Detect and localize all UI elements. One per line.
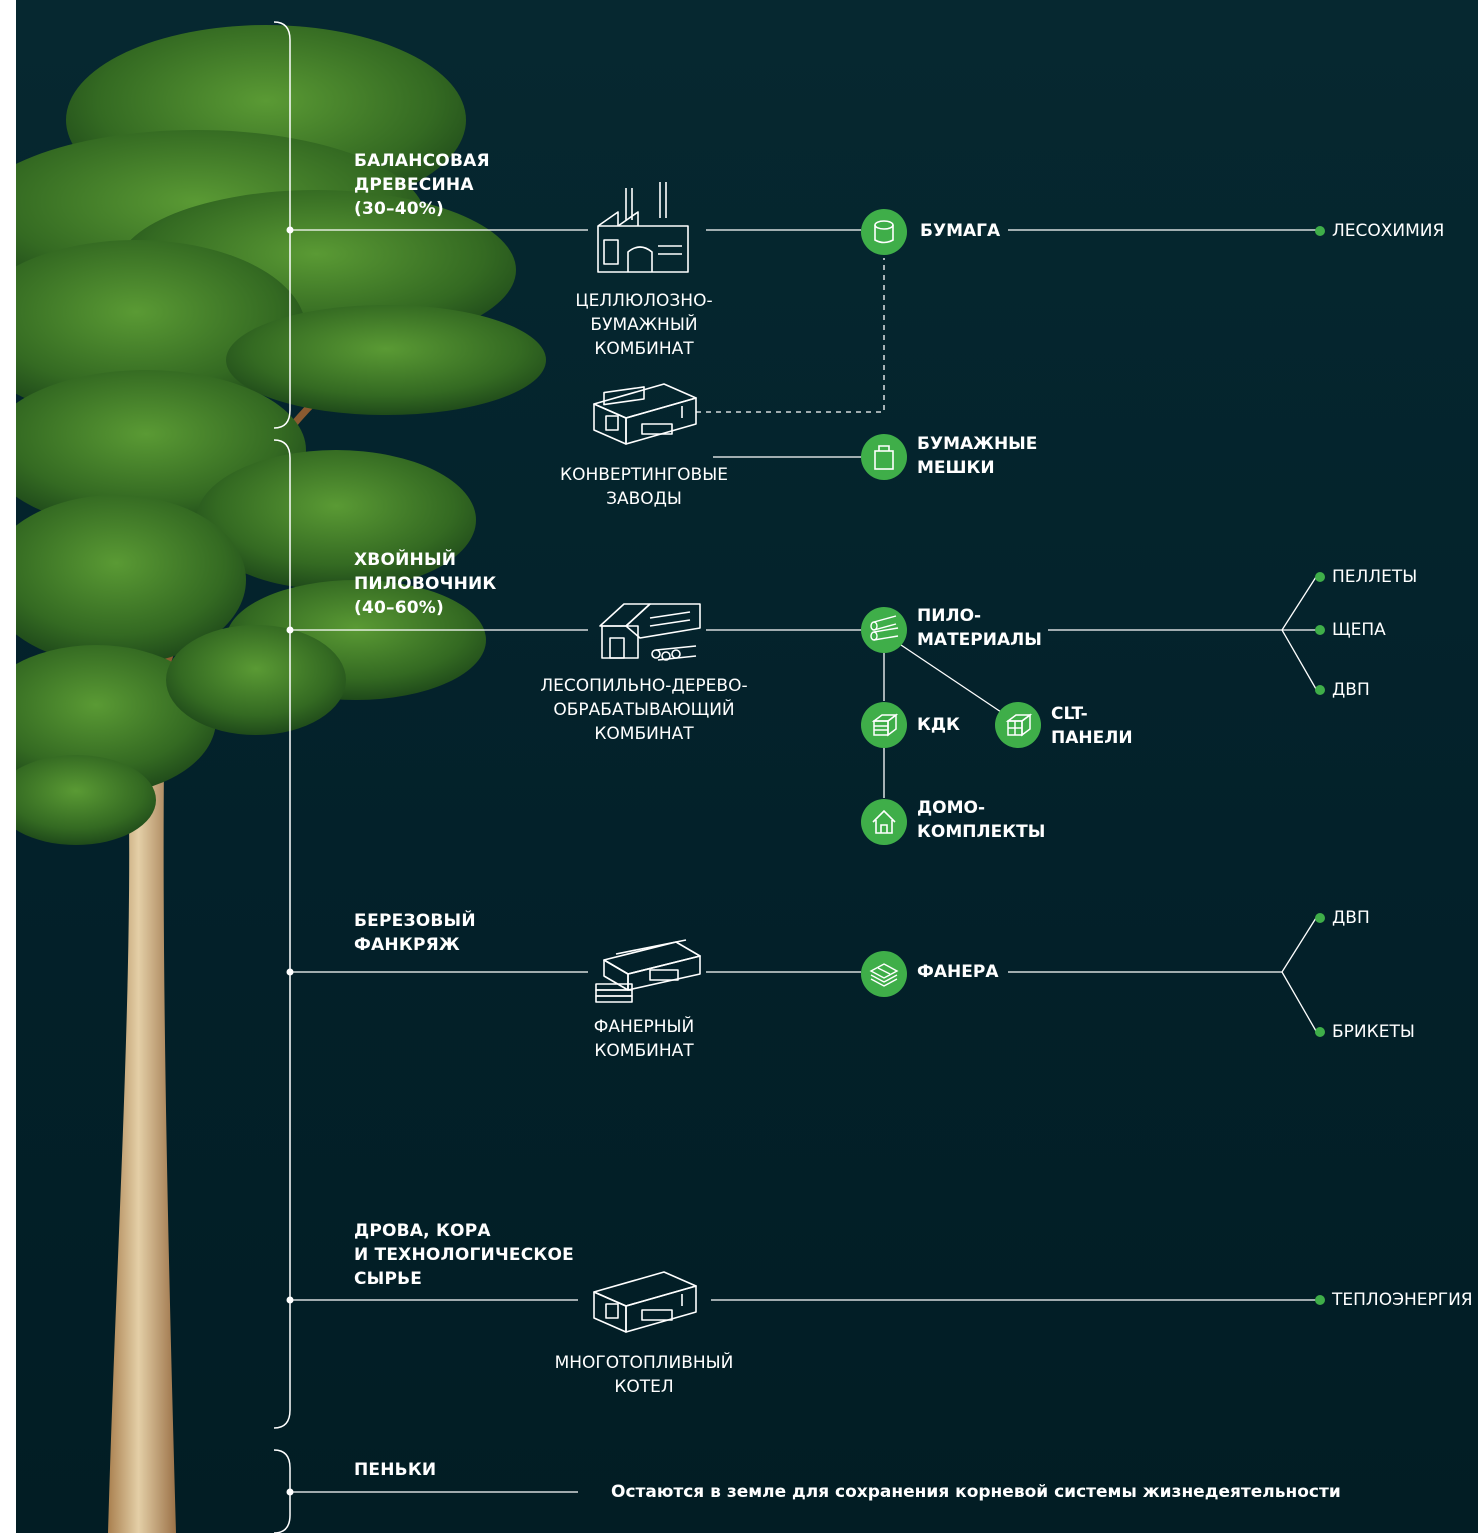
line-lumber-to-clt — [900, 644, 1002, 713]
boiler-plant-icon — [593, 1271, 697, 1333]
tree-trunk — [108, 760, 176, 1533]
plywood-factory-icon — [595, 939, 701, 1003]
product-paper-label: БУМАГА — [920, 221, 1001, 241]
plant-plywood-mill-label: ФАНЕРНЫЙ КОМБИНАТ — [593, 1017, 695, 1061]
junction-dot — [286, 1488, 294, 1496]
output-fibreboard: ДВП — [1332, 680, 1370, 700]
category-birch: БЕРЕЗОВЫЙ ФАНКРЯЖ — [354, 911, 476, 955]
plant-pulp-mill-label: ЦЕЛЛЮЛОЗНО- БУМАЖНЫЙ КОМБИНАТ — [575, 291, 713, 359]
wood-processing-diagram: БАЛАНСОВАЯ ДРЕВЕСИНА (30–40%) ХВОЙНЫЙ ПИ… — [16, 0, 1478, 1533]
product-lumber-label: ПИЛО- МАТЕРИАЛЫ — [917, 606, 1042, 650]
product-plywood-label: ФАНЕРА — [917, 962, 999, 982]
category-pulpwood: БАЛАНСОВАЯ ДРЕВЕСИНА (30–40%) — [354, 151, 490, 219]
output-briquettes: БРИКЕТЫ — [1332, 1022, 1415, 1042]
warehouse-icon — [593, 383, 697, 445]
product-kdk-label: КДК — [917, 715, 960, 735]
paper-bag-icon — [861, 434, 907, 480]
plant-converting-label: КОНВЕРТИНГОВЫЕ ЗАВОДЫ — [560, 465, 728, 509]
product-clt-label: CLT- ПАНЕЛИ — [1051, 704, 1133, 748]
clt-panel-icon — [995, 702, 1041, 748]
output-heat-energy: ТЕПЛОЭНЕРГИЯ — [1332, 1290, 1473, 1310]
output-wood-chemistry: ЛЕСОХИМИЯ — [1332, 221, 1445, 241]
output-fibreboard-2: ДВП — [1332, 908, 1370, 928]
plant-boiler-label: МНОГОТОПЛИВНЫЙ КОТЕЛ — [554, 1353, 734, 1397]
factory-chimneys-icon — [597, 182, 689, 273]
junction-dot — [286, 226, 294, 234]
output-pellets: ПЕЛЛЕТЫ — [1332, 567, 1418, 587]
diagram-canvas — [16, 21, 1325, 1533]
category-stumps: ПЕНЬКИ — [354, 1460, 437, 1480]
line-fork-briquettes — [1281, 971, 1317, 1032]
junction-dot — [286, 626, 294, 634]
output-chips: ЩЕПА — [1332, 620, 1386, 640]
output-dot — [1315, 1027, 1325, 1037]
pine-tree-illustration — [16, 25, 546, 1533]
stumps-note: Остаются в земле для сохранения корневой… — [611, 1482, 1341, 1502]
brace-pulpwood — [273, 21, 291, 429]
output-dot — [1315, 572, 1325, 582]
tree-foliage — [16, 25, 546, 845]
output-dot — [1315, 226, 1325, 236]
product-paper-bags-label: БУМАЖНЫЕ МЕШКИ — [917, 434, 1038, 478]
junction-dot — [286, 968, 294, 976]
line-fork-fibreboard-2 — [1281, 917, 1317, 973]
house-icon — [861, 799, 907, 845]
sawmill-icon — [599, 603, 701, 661]
junction-dot — [286, 1296, 294, 1304]
output-dot — [1315, 1295, 1325, 1305]
output-dot — [1315, 685, 1325, 695]
product-house-kits-label: ДОМО- КОМПЛЕКТЫ — [917, 798, 1046, 842]
paper-roll-icon — [861, 209, 907, 255]
line-fork-pellets — [1281, 576, 1317, 631]
line-converting-to-paper — [696, 258, 885, 413]
output-dot — [1315, 913, 1325, 923]
logs-icon — [861, 607, 907, 653]
category-sawlog: ХВОЙНЫЙ ПИЛОВОЧНИК (40–60%) — [354, 550, 497, 618]
timber-block-icon — [861, 702, 907, 748]
line-fork-fibreboard — [1281, 629, 1317, 690]
category-firewood: ДРОВА, КОРА И ТЕХНОЛОГИЧЕСКОЕ СЫРЬЕ — [354, 1221, 574, 1289]
plywood-layers-icon — [861, 951, 907, 997]
output-dot — [1315, 625, 1325, 635]
plant-sawmill-label: ЛЕСОПИЛЬНО-ДЕРЕВО- ОБРАБАТЫВАЮЩИЙ КОМБИН… — [540, 676, 748, 744]
brace-main — [273, 439, 291, 1429]
